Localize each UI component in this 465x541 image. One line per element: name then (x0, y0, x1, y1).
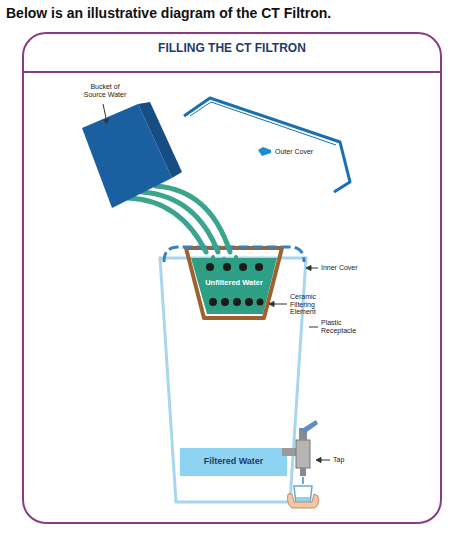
part-label: Bucket of Source Water (80, 83, 130, 98)
part-label: Ceramic Filtering Element (290, 293, 328, 316)
inner-cover (164, 247, 304, 262)
outer-cover-edge (190, 102, 336, 145)
water-label: Unfiltered Water (205, 279, 263, 287)
title-rule (24, 71, 440, 73)
outer-cover (184, 98, 350, 192)
part-label: Outer Cover (275, 148, 335, 156)
ceramic-filter (186, 248, 282, 318)
part-label: Tap (333, 456, 363, 464)
page-heading: Below is an illustrative diagram of the … (6, 5, 331, 21)
leader-line (103, 104, 106, 118)
plastic-receptacle (160, 258, 306, 502)
filtered-water (180, 448, 287, 476)
diagram-title: FILLING THE CT FILTRON (158, 42, 306, 55)
bucket-rim (138, 102, 182, 178)
part-label: Plastic Receptacle (321, 319, 365, 334)
water-label: Filtered Water (204, 457, 264, 467)
tap (282, 420, 318, 484)
hand-with-cup (288, 486, 319, 508)
diagram-frame: FILLING THE CT FILTRON Unfiltered WaterFi… (22, 32, 442, 524)
arrowhead (103, 118, 109, 124)
water-streams (128, 186, 230, 252)
outer-cover-marker (258, 147, 271, 156)
water-label-band: Unfiltered Water (198, 276, 270, 290)
filter-particles (206, 263, 264, 306)
drops (211, 255, 238, 263)
bucket (82, 104, 172, 208)
water-band: Filtered Water (180, 448, 287, 476)
leader-lines (269, 266, 330, 463)
unfiltered-water (191, 258, 277, 314)
part-label: Inner Cover (321, 264, 381, 272)
